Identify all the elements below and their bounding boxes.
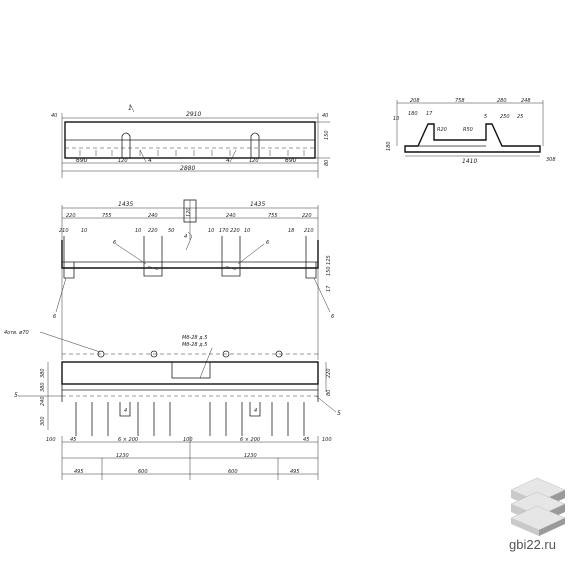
mark-plan-5a: 5 [14, 392, 18, 399]
mark-plan-4a: 4 [124, 408, 127, 414]
mark-elev-6a: 6 [113, 240, 116, 246]
mark-elev-6c: 6 [53, 314, 56, 320]
dim-sec-d4: 248 [521, 98, 531, 104]
dim-top-overall: 2880 [180, 165, 195, 172]
dim-plan-left-lower: 300 [40, 416, 46, 426]
dim-plan-b100c: 100 [322, 437, 332, 443]
dim-plan-left-v2: 380 [40, 382, 46, 392]
dim-top-left-end: 40 [51, 113, 57, 119]
mark-top-4b: 4 [226, 157, 230, 164]
mark-elev-4: 4 [184, 234, 187, 240]
dim-elev-right-v: 150 125 [326, 255, 332, 276]
mark-elev-6b: 6 [266, 240, 269, 246]
dim-plan-b6x200a: 6 × 200 [118, 437, 138, 443]
dim-elev-r170: 170 220 [219, 228, 240, 234]
mark-elev-6d: 6 [331, 314, 334, 320]
cross-section: 208 758 280 248 180 17 R20 R50 5 250 25 … [386, 98, 556, 165]
dim-elev-r755: 755 [268, 213, 278, 219]
mark-plan-4b: 4 [254, 408, 257, 414]
dim-sec-d1: 208 [410, 98, 420, 104]
dim-elev-l10b: 10 [135, 228, 141, 234]
mark-top-4a: 4 [148, 157, 152, 164]
dim-elev-r210: 210 [304, 228, 314, 234]
dim-elev-r10: 10 [208, 228, 214, 234]
dim-elev-half-left: 1435 [118, 201, 133, 208]
dim-plan-right-v2: 80 [326, 390, 332, 396]
dim-plan-b495b: 495 [290, 469, 300, 475]
dim-sec-d6: 17 [426, 111, 433, 117]
dim-top-mid-right: 120 [249, 158, 259, 164]
dim-elev-l210: 210 [59, 228, 69, 234]
dim-elev-r240: 240 [226, 213, 236, 219]
dim-plan-b100a: 100 [46, 437, 56, 443]
dim-elev-l220b: 220 [148, 228, 158, 234]
dim-sec-d3: 280 [497, 98, 507, 104]
dim-elev-right-v2: 17 [326, 285, 332, 292]
dim-elev-r18: 18 [288, 228, 294, 234]
dim-elev-l50: 50 [168, 228, 174, 234]
dim-elev-l10: 10 [81, 228, 87, 234]
dim-elev-r220: 220 [302, 213, 312, 219]
dim-plan-b495a: 495 [74, 469, 84, 475]
logo-icon [510, 477, 566, 536]
dim-elev-mid-top: 120 [186, 207, 192, 217]
site-name: gbi22.ru [509, 537, 556, 552]
dim-top-seg-left: 690 [76, 157, 88, 164]
dim-top-mid-left: 120 [118, 158, 128, 164]
dim-sec-d10: 250 [500, 114, 510, 120]
dim-plan-b100b: 100 [183, 437, 193, 443]
dim-plan-left-v1: 380 [40, 368, 46, 378]
dim-elev-l755: 755 [102, 213, 112, 219]
dim-sec-d8: R50 [463, 127, 473, 133]
dim-sec-d9: 5 [484, 114, 487, 120]
extension-lines [61, 268, 319, 360]
dim-elev-r10b: 10 [244, 228, 250, 234]
dim-top-seg-right: 690 [285, 157, 297, 164]
dim-top-total: 2910 [186, 111, 201, 118]
dim-top-right-h1: 150 [324, 130, 330, 140]
dim-sec-h-top: 10 [393, 116, 399, 122]
dim-elev-l220: 220 [66, 213, 76, 219]
plan-view: 4отв. ø70 Мб-28 д.5 Мб-28 д.5 380 380 24… [4, 330, 341, 480]
dim-plan-left-side: 240 [40, 396, 46, 406]
mark-plan-5b: 5 [337, 410, 341, 417]
dim-elev-l240: 240 [148, 213, 158, 219]
note-plan-1: Мб-28 д.5 [182, 335, 207, 341]
dim-sec-h-left: 180 [386, 141, 392, 151]
dim-sec-d2: 758 [455, 98, 465, 104]
dim-plan-b45a: 45 [70, 437, 76, 443]
dim-plan-right-v1: 220 [326, 368, 332, 378]
dim-top-right-h2: 80 [324, 160, 330, 166]
dim-elev-half-right: 1435 [250, 201, 265, 208]
top-view: 2910 40 40 1 150 80 690 120 4 4 [51, 103, 330, 178]
dim-plan-b1230b: 1230 [244, 453, 257, 459]
elevation-view: 1435 1435 120 4 220 755 240 240 755 220 … [53, 199, 334, 320]
dim-sec-d5: 180 [408, 111, 418, 117]
mark-top-1: 1 [128, 105, 132, 112]
dim-top-right-end: 40 [322, 113, 328, 119]
label-holes: 4отв. ø70 [4, 330, 29, 336]
dim-sec-right: 308 [546, 157, 556, 163]
dim-sec-bottom: 1410 [462, 158, 477, 165]
dim-plan-b600a: 600 [138, 469, 148, 475]
dim-plan-b1230a: 1230 [116, 453, 129, 459]
dim-plan-b45b: 45 [303, 437, 309, 443]
dim-sec-d7: R20 [437, 127, 447, 133]
dim-plan-b600b: 600 [228, 469, 238, 475]
dim-sec-d11: 25 [517, 114, 523, 120]
note-plan-2: Мб-28 д.5 [182, 342, 207, 348]
dim-plan-b6x200b: 6 × 200 [240, 437, 260, 443]
